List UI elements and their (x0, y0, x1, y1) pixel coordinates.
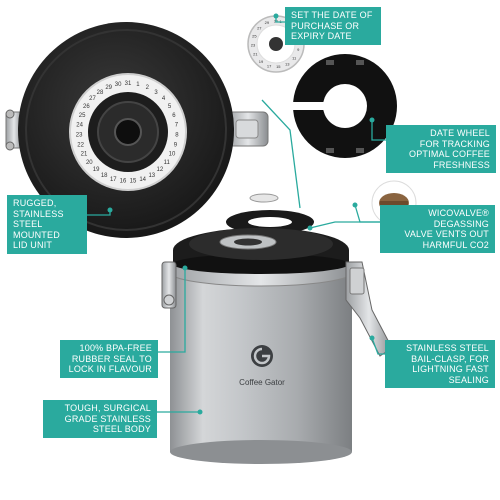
canister: Coffee Gator (161, 228, 393, 464)
callout-date-purchase: SET THE DATE OF PURCHASE OR EXPIRY DATE (285, 7, 381, 45)
dial-day-number: 21 (253, 52, 258, 57)
dial-day-number: 1 (136, 82, 140, 88)
dial-day-number: 1 (279, 19, 282, 24)
callout-body: TOUGH, SURGICAL GRADE STAINLESS STEEL BO… (43, 400, 157, 438)
dial-day-number: 13 (148, 173, 155, 179)
callout-bail-clasp: STAINLESS STEEL BAIL-CLASP, FOR LIGHTNIN… (385, 340, 495, 388)
dial-day-number: 13 (285, 61, 290, 66)
dial-day-number: 7 (175, 123, 179, 129)
dial-day-number: 17 (110, 177, 117, 183)
lid-clasp-right (227, 111, 269, 147)
dial-day-number: 11 (164, 160, 171, 166)
dial-day-number: 8 (175, 133, 179, 139)
dial-day-number: 29 (105, 85, 112, 91)
dial-day-number: 24 (76, 123, 83, 129)
dial-day-number: 27 (257, 26, 262, 31)
callout-lid: RUGGED, STAINLESS STEEL MOUNTED LID UNIT (7, 195, 87, 254)
dial-day-number: 6 (172, 113, 176, 119)
dial-day-number: 25 (252, 33, 257, 38)
dial-day-number: 9 (174, 142, 178, 148)
dial-day-number: 11 (292, 55, 297, 60)
dial-day-number: 19 (93, 167, 100, 173)
callout-leaders (87, 16, 386, 413)
dial-day-number: 15 (130, 179, 137, 185)
callout-dots (107, 13, 375, 415)
dial-day-number: 22 (77, 142, 84, 148)
dial-day-number: 17 (267, 63, 272, 68)
dial-day-number: 26 (83, 104, 90, 110)
valve-gasket-ring (226, 210, 314, 234)
dial-day-number: 14 (139, 177, 146, 183)
dial-day-number: 9 (297, 47, 300, 52)
dial-day-number: 18 (101, 173, 108, 179)
dial-day-number: 3 (154, 90, 158, 96)
dial-day-number: 15 (276, 64, 281, 69)
dial-day-number: 12 (157, 167, 164, 173)
dial-day-number: 29 (265, 20, 270, 25)
dial-day-number: 25 (79, 113, 86, 119)
dial-day-number: 23 (76, 133, 83, 139)
dial-day-number: 21 (81, 152, 88, 158)
dial-day-number: 10 (169, 152, 176, 158)
dial-day-number: 28 (97, 90, 104, 96)
dial-day-number: 4 (162, 96, 166, 102)
callout-date-wheel: DATE WHEEL FOR TRACKING OPTIMAL COFFEE F… (386, 125, 496, 173)
brand-logo-text: Coffee Gator (239, 378, 285, 387)
dial-day-number: 2 (146, 85, 150, 91)
dial-day-number: 31 (125, 81, 132, 87)
valve-membrane (249, 193, 279, 203)
callout-seal: 100% BPA-FREE RUBBER SEAL TO LOCK IN FLA… (60, 340, 158, 378)
dial-day-number: 16 (120, 179, 127, 185)
dial-day-number: 23 (251, 43, 256, 48)
dial-day-number: 20 (86, 160, 93, 166)
lid-valve-center (114, 118, 142, 146)
dial-day-number: 30 (115, 82, 122, 88)
dial-day-number: 5 (168, 104, 172, 110)
dial-day-number: 19 (259, 59, 264, 64)
dial-day-number: 27 (89, 96, 96, 102)
date-wheel-part (292, 54, 397, 158)
callout-valve: WICOVALVE® DEGASSING VALVE VENTS OUT HAR… (380, 205, 495, 253)
